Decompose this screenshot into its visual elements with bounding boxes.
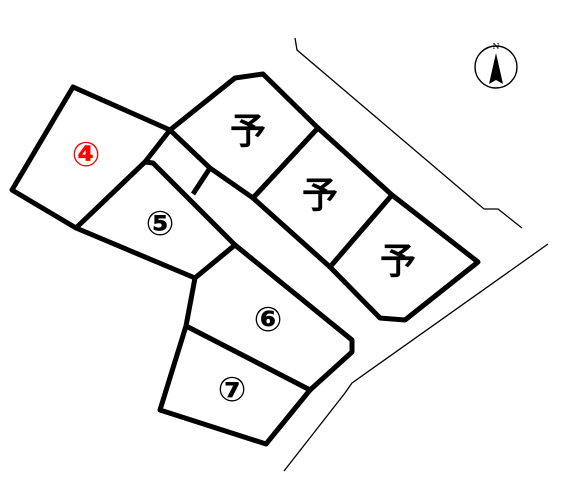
- lot-5-parcel[interactable]: [73, 159, 238, 281]
- lot-7-parcel[interactable]: [157, 323, 313, 447]
- lot-reserved-3-parcel[interactable]: [327, 192, 481, 323]
- lot-7-label: ⑦: [218, 370, 247, 410]
- lot-reserved-1-label: 予: [230, 112, 266, 153]
- road-boundary-top: [294, 37, 523, 229]
- north-arrow-icon: N: [474, 42, 518, 89]
- reserved-1-divider: [190, 166, 213, 196]
- road-boundary-right: [283, 243, 549, 472]
- north-label: N: [493, 42, 500, 51]
- lot-reserved-2-label: 予: [302, 176, 338, 217]
- lot-5-label: ⑤: [146, 204, 175, 244]
- lot-reserved-3-label: 予: [380, 242, 416, 283]
- lot-4-label: ④: [72, 135, 101, 175]
- lot-6-label: ⑥: [254, 300, 283, 340]
